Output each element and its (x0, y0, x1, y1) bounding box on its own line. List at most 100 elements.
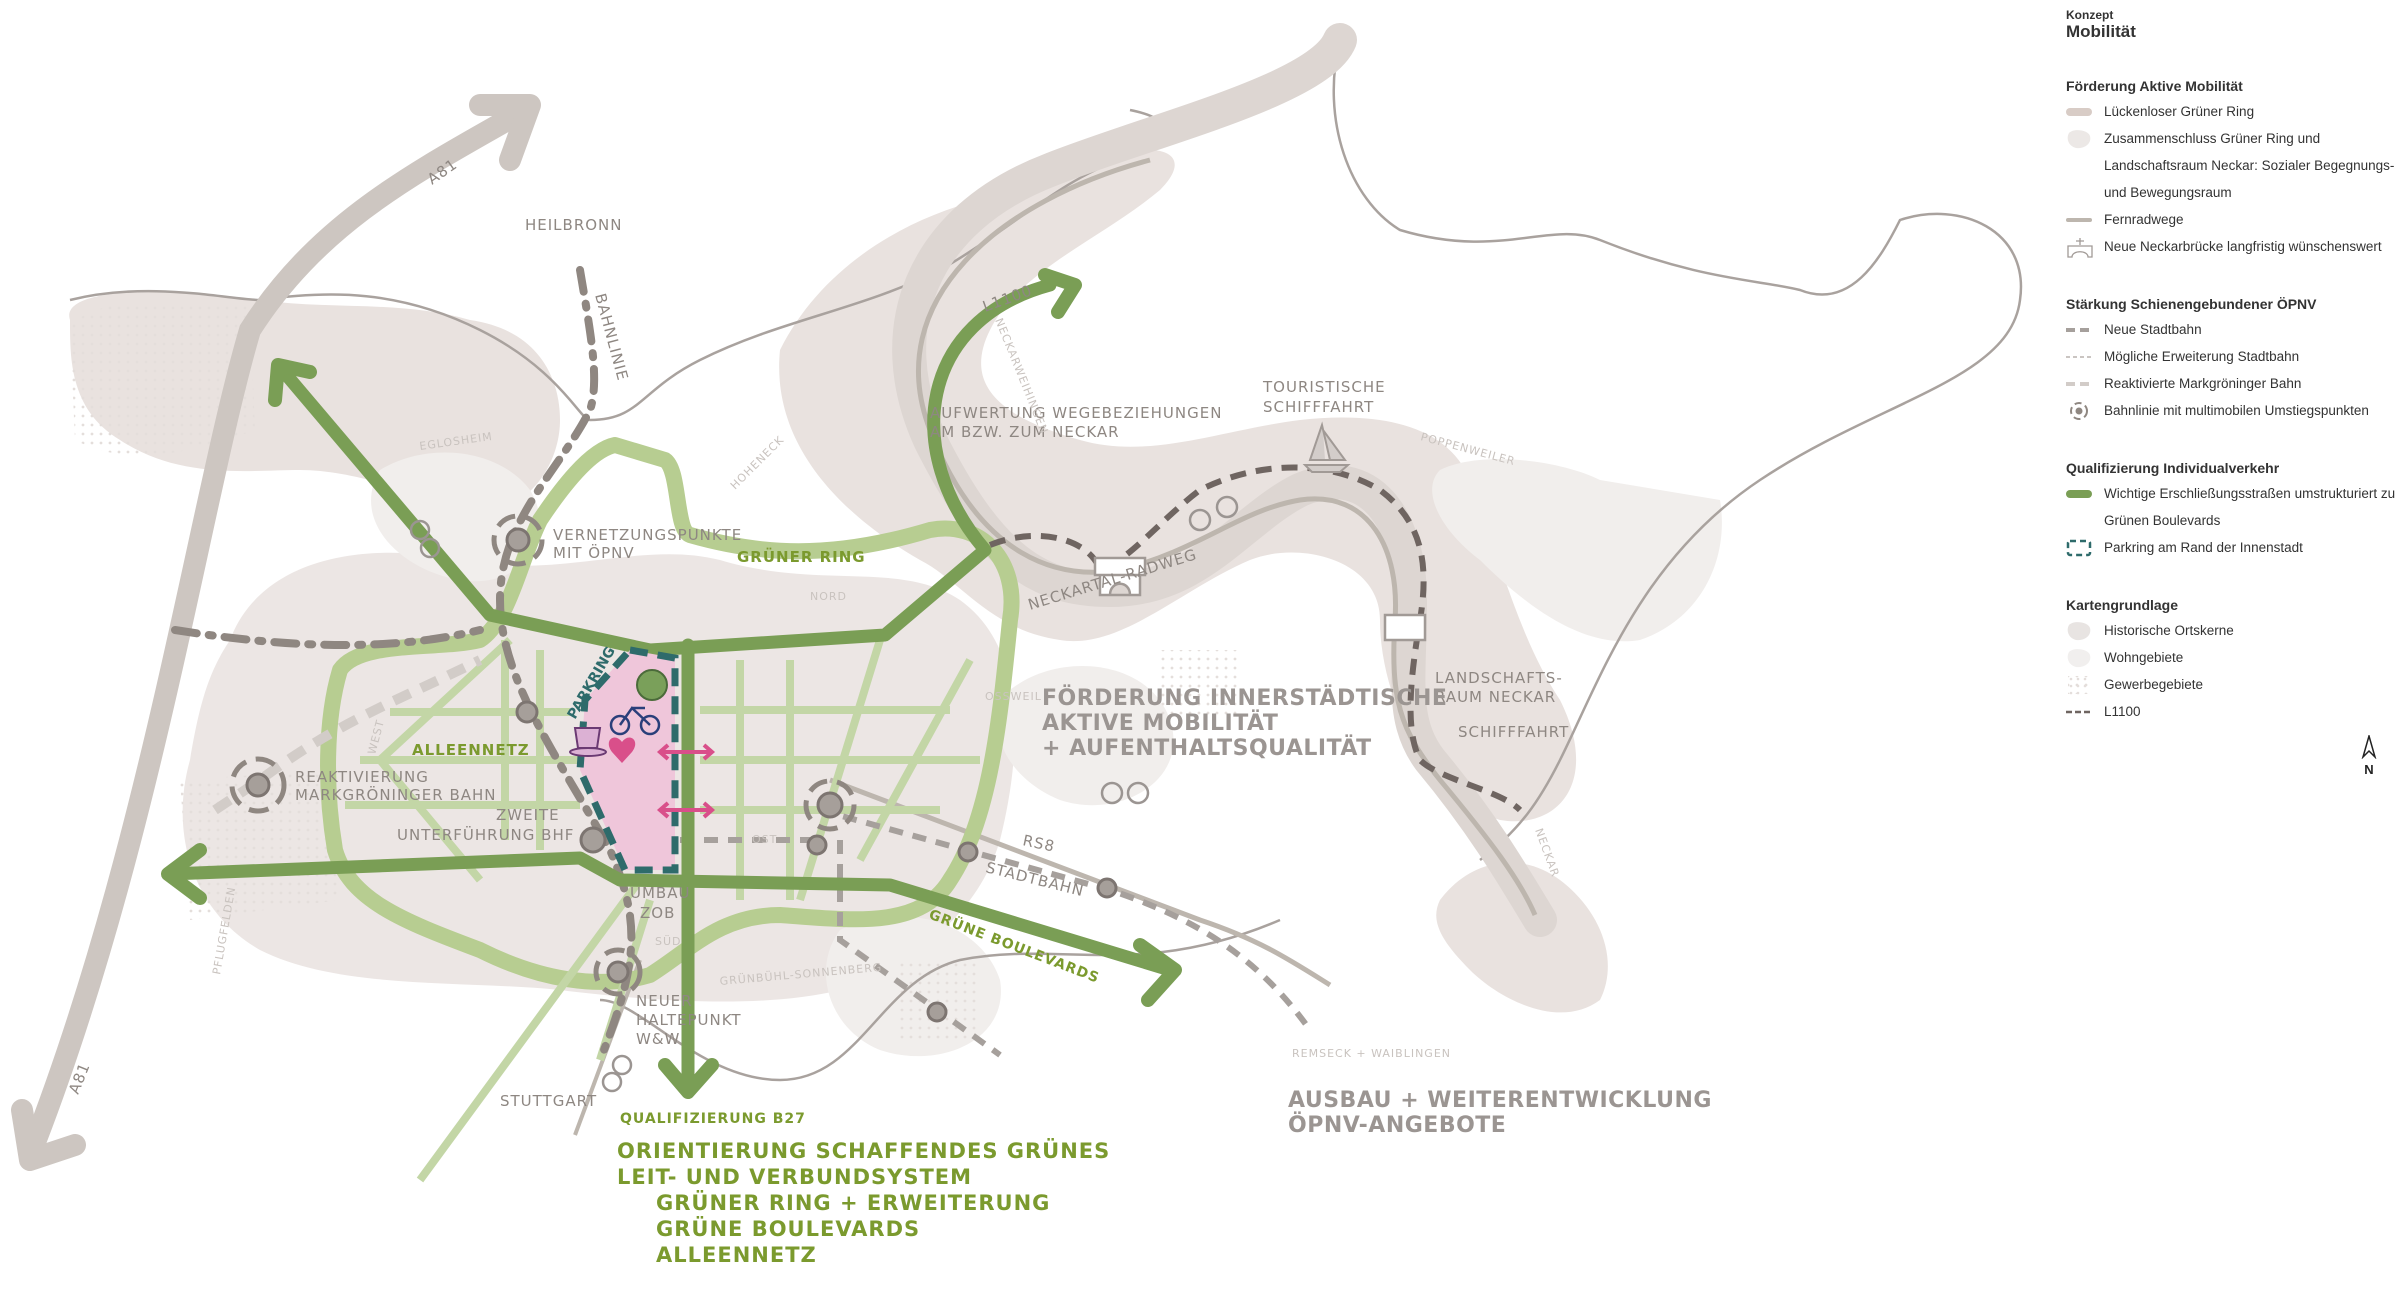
legend-kicker: Konzept (2066, 8, 2114, 22)
commercial-area-south (900, 960, 980, 1040)
label-stuttgart: STUTTGART (500, 1092, 597, 1110)
gruene-boulevards (163, 278, 1177, 1097)
innenstadt-icons (569, 669, 716, 819)
gruener-ring (320, 437, 1020, 990)
double-arrow-icon (656, 743, 716, 819)
legend-section-heading: Kartengrundlage (2066, 597, 2179, 613)
label-unterfuehrung-2: UNTERFÜHRUNG BHF (397, 825, 574, 844)
hub-icon (816, 791, 844, 819)
commercial-area-east (1160, 650, 1240, 720)
label-zob-1: UMBAU (630, 884, 690, 902)
headline-gruen-2: LEIT- UND VERBUNDSYSTEM (617, 1165, 972, 1189)
label-gruener-ring: GRÜNER RING (737, 547, 866, 566)
hub-icon (2066, 397, 2104, 424)
label-alleennetz: ALLEENNETZ (412, 741, 530, 759)
north-label: N (2364, 762, 2374, 777)
hub-icon (1096, 877, 1118, 899)
legend-item: L1100 (2066, 704, 2141, 719)
north-arrow: N (2358, 733, 2380, 777)
headline-innenstadt-2: AKTIVE MOBILITÄT (1042, 710, 1278, 736)
bicycle-icon (609, 706, 661, 736)
a81-arrow-north (469, 94, 541, 171)
hub-icon (957, 841, 979, 863)
residential-poppenweiler (1432, 459, 1722, 642)
legend-item: Wohngebiete (2066, 644, 2396, 671)
landscape-east (1436, 862, 1608, 1013)
legend-item: Wichtige Erschließungsstraßen umstruktur… (2066, 480, 2396, 534)
hub-rings (229, 513, 857, 997)
legend-item: Neue Stadtbahn (2066, 322, 2202, 337)
legend-item: Reaktivierte Markgröninger Bahn (2066, 376, 2302, 391)
markgroeninger-bahn (212, 655, 483, 815)
label-nord: NORD (810, 590, 847, 603)
label-vernetzung-2: MIT ÖPNV (553, 543, 635, 562)
boulevard-arrowheads (161, 268, 1182, 1099)
label-unterfuehrung-1: ZWEITE (496, 806, 560, 824)
headline-oepnv-1: AUSBAU + WEITERENTWICKLUNG (1288, 1088, 1712, 1113)
label-zob-2: ZOB (640, 904, 675, 922)
label-landschaftsraum-1: LANDSCHAFTS- (1435, 669, 1563, 687)
a81-motorway (19, 99, 536, 1166)
umstiegspunkte (245, 527, 1118, 1023)
fernradweg-neckartal (916, 157, 1538, 916)
bahnlinie-west (171, 626, 484, 649)
label-heilbronn: HEILBRONN (525, 216, 623, 234)
legend-title: Mobilität (2066, 22, 2396, 60)
legend-item: Historische Ortskerne (2066, 617, 2396, 644)
heart-icon (608, 737, 636, 763)
hub-icon (515, 700, 539, 724)
hub-icon (926, 1001, 948, 1023)
legend-item: Parkring am Rand der Innenstadt (2066, 534, 2396, 561)
legend-item: Zusammenschluss Grüner Ring und Landscha… (2066, 125, 2396, 206)
label-reaktivierung-2: MARKGRÖNINGER BAHN (295, 785, 497, 804)
bridge-icon (1093, 556, 1427, 642)
map-labels: HEILBRONN A81 A81 BAHNLINIE EGLOSHEIM HO… (65, 155, 1712, 1267)
headline-gruen-4: GRÜNE BOULEVARDS (656, 1216, 920, 1241)
label-haltepunkt-2: HALTEPUNKT (636, 1011, 742, 1029)
label-remseck: REMSECK + WAIBLINGEN (1292, 1047, 1451, 1060)
label-aufwertung-1: AUFWERTUNG WEGEBEZIEHUNGEN (930, 404, 1222, 422)
bridge-icon (2066, 233, 2104, 260)
hub-icon (245, 772, 271, 798)
legend-item: Mögliche Erweiterung Stadtbahn (2066, 349, 2300, 364)
tree-icon (636, 669, 668, 701)
fernradweg-rs8 (829, 777, 1332, 988)
legend-section-heading: Qualifizierung Individualverkehr (2066, 460, 2280, 476)
legend-section-heading: Förderung Aktive Mobilität (2066, 78, 2243, 94)
bicycle-icon (409, 495, 1239, 1093)
label-stadtbahn: STADTBAHN (984, 858, 1086, 900)
label-ost: OST (752, 833, 777, 846)
label-haltepunkt-1: NEUER (636, 992, 693, 1010)
legend-item: Bahnlinie mit multimobilen Umstiegspunkt… (2066, 397, 2396, 424)
label-landschaftsraum-2: RAUM NECKAR (1435, 688, 1556, 706)
label-aufwertung-2: AM BZW. ZUM NECKAR (930, 423, 1120, 441)
sailboat-icon (1302, 421, 1351, 473)
headline-innenstadt-1: FÖRDERUNG INNERSTÄDTISCHE (1042, 685, 1447, 711)
hub-icon (806, 834, 828, 856)
stadtbahn-new (680, 807, 1313, 1058)
label-hoheneck: HOHENECK (728, 433, 787, 492)
label-vernetzung-1: VERNETZUNGSPUNKTE (553, 526, 742, 544)
label-reaktivierung-1: REAKTIVIERUNG (295, 768, 429, 786)
label-b27: QUALIFIZIERUNG B27 (620, 1111, 806, 1127)
headline-innenstadt-3: + AUFENTHALTSQUALITÄT (1042, 735, 1372, 761)
label-touristisch-2: SCHIFFFAHRT (1263, 398, 1374, 416)
map-legend: Konzept Mobilität Förderung Aktive Mobil… (2066, 8, 2396, 725)
parkring-innenstadt (576, 646, 679, 874)
legend-item: Neue Neckarbrücke langfristig wünschensw… (2066, 233, 2396, 260)
label-sued: SÜD (655, 935, 682, 948)
label-haltepunkt-3: W&W (636, 1030, 680, 1048)
headline-gruen-3: GRÜNER RING + ERWEITERUNG (656, 1190, 1050, 1215)
coffee-cup-icon (569, 727, 607, 757)
commercial-area-nw (70, 300, 255, 456)
label-schifffahrt: SCHIFFFAHRT (1458, 723, 1569, 741)
label-touristisch-1: TOURISTISCHE (1262, 378, 1386, 396)
hub-icon (606, 960, 630, 984)
north-arrow-icon (2361, 733, 2377, 760)
label-ossweil: OSSWEIL (985, 690, 1042, 703)
legend-item: Lückenloser Grüner Ring (2066, 98, 2396, 125)
legend-item: Fernradwege (2066, 206, 2396, 233)
legend-section-heading: Stärkung Schienengebundener ÖPNV (2066, 296, 2317, 312)
headline-oepnv-2: ÖPNV-ANGEBOTE (1288, 1112, 1506, 1138)
